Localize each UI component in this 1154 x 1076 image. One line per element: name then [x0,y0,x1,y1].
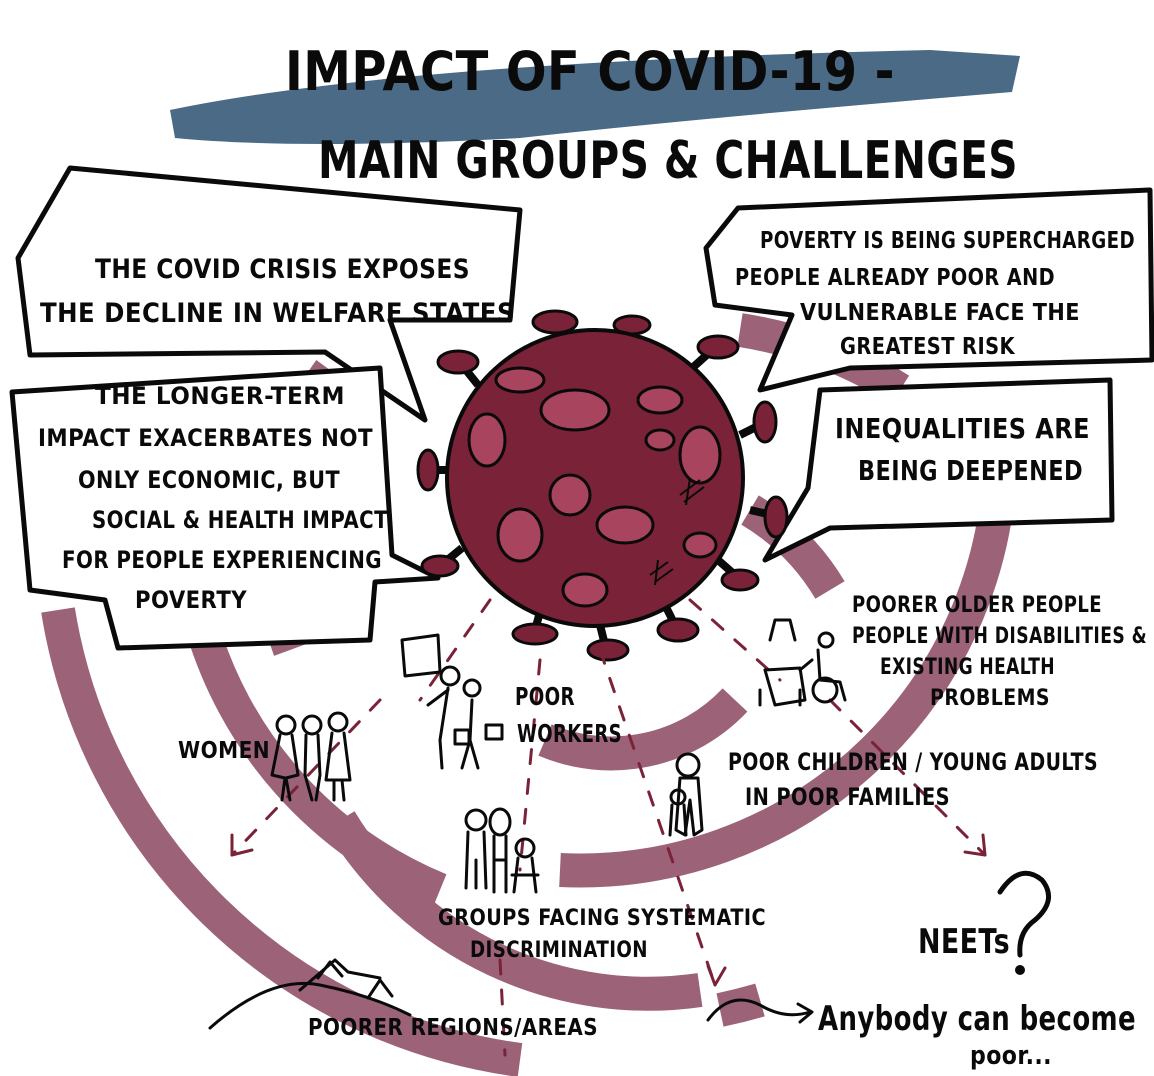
older-people-figures [758,618,847,707]
label-workers-line2: WORKERS [517,719,622,748]
squiggle-arrow-icon [706,998,814,1024]
ring-small [538,688,748,771]
ring-outer-right [716,983,765,1027]
label-workers-line1: POOR [515,682,575,711]
label-discrimination-line1: GROUPS FACING SYSTEMATIC [438,906,766,931]
label-children-line1: POOR CHILDREN / YOUNG ADULTS [728,748,1098,776]
virus-illustration [416,309,789,662]
discrimination-figures [464,807,540,894]
label-discrimination-line2: DISCRIMINATION [470,938,648,963]
label-children-line2: IN POOR FAMILIES [745,783,950,811]
bubble-inequalities: INEQUALITIES ARE BEING DEEPENED [762,377,1115,563]
bubble-poverty-line3: VULNERABLE FACE THE [800,300,1080,326]
children-figures [668,752,704,837]
title: IMPACT OF COVID-19 - MAIN GROUPS & CHALL… [285,40,1018,191]
label-neets-text: NEETs [918,922,1010,962]
bubble-longer-line5: FOR PEOPLE EXPERIENCING [62,546,382,574]
bubble-longer-line3: ONLY ECONOMIC, BUT [78,466,340,494]
bubble-longer-line6: POVERTY [135,586,247,614]
label-discrimination: GROUPS FACING SYSTEMATIC DISCRIMINATION [438,906,766,963]
bubble-welfare: THE COVID CRISIS EXPOSES THE DECLINE IN … [15,165,523,423]
title-line1: IMPACT OF COVID-19 - [285,40,895,103]
ring-inner-left [325,811,703,1011]
label-older-line1: POORER OLDER PEOPLE [852,593,1102,618]
title-line2: MAIN GROUPS & CHALLENGES [318,131,1018,191]
label-neets: NEETs [918,870,1052,975]
bubble-poverty: POVERTY IS BEING SUPERCHARGED PEOPLE ALR… [703,187,1154,393]
label-older-line2: PEOPLE WITH DISABILITIES & [852,624,1147,649]
workers-figures [400,633,504,770]
women-figures [270,711,352,802]
question-mark-icon [997,870,1052,958]
bubble-longer-line2: IMPACT EXACERBATES NOT [38,424,373,452]
connectors [230,598,987,1057]
ring-outer [41,607,523,1076]
label-anybody-line1: Anybody can become [818,999,1136,1039]
title-banner [170,50,1020,144]
bubble-longer-line4: SOCIAL & HEALTH IMPACT [92,506,388,534]
bubble-poverty-line1: POVERTY IS BEING SUPERCHARGED [760,228,1135,254]
label-anybody-line2: poor... [970,1041,1052,1071]
question-dot-icon [1015,965,1025,975]
label-older: POORER OLDER PEOPLE PEOPLE WITH DISABILI… [852,593,1147,711]
bubble-inequalities-line2: BEING DEEPENED [858,454,1083,487]
virus-spots [467,366,722,608]
label-older-line4: PROBLEMS [930,686,1050,711]
label-older-line3: EXISTING HEALTH [880,655,1055,680]
virus-hatches [649,477,705,586]
label-anybody: Anybody can become poor... [706,998,1136,1071]
bubble-longer-term: THE LONGER-TERM IMPACT EXACERBATES NOT O… [9,365,441,651]
bubble-poverty-line2: PEOPLE ALREADY POOR AND [735,265,1055,291]
label-women: WOMEN [178,738,270,764]
bubble-welfare-line1: THE COVID CRISIS EXPOSES [95,254,470,285]
ring-mid-right [559,439,1018,888]
label-children: POOR CHILDREN / YOUNG ADULTS IN POOR FAM… [728,748,1098,811]
bubble-longer-line1: THE LONGER-TERM [95,382,345,410]
regions-mountains [208,958,412,1030]
bubble-poverty-line4: GREATEST RISK [840,334,1016,360]
bubble-welfare-line2: THE DECLINE IN WELFARE STATES [40,298,515,329]
label-workers: POOR WORKERS [515,682,622,748]
bubble-inequalities-line1: INEQUALITIES ARE [835,412,1090,445]
label-regions: POORER REGIONS/AREAS [308,1015,598,1041]
